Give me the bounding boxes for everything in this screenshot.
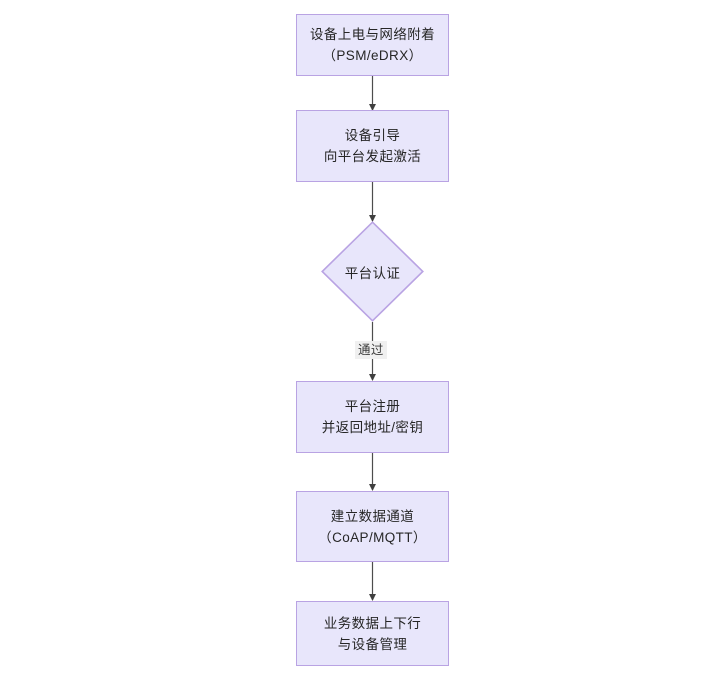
node-power-on[interactable]: 设备上电与网络附着 （PSM/eDRX） xyxy=(296,14,449,76)
node-channel[interactable]: 建立数据通道 （CoAP/MQTT） xyxy=(296,491,449,562)
node-channel-line1: 建立数据通道 xyxy=(330,508,415,524)
node-bootstrap-line2: 向平台发起激活 xyxy=(323,149,422,164)
node-register[interactable]: 平台注册 并返回地址/密钥 xyxy=(296,381,449,453)
node-auth-label: 平台认证 xyxy=(344,265,401,281)
node-bootstrap-line1: 设备引导 xyxy=(344,128,401,143)
node-channel-line2: （CoAP/MQTT） xyxy=(318,529,427,545)
node-service-line1: 业务数据上下行 xyxy=(323,615,422,631)
node-service[interactable]: 业务数据上下行 与设备管理 xyxy=(296,601,449,666)
node-register-line1: 平台注册 xyxy=(344,399,401,414)
node-power-on-line1: 设备上电与网络附着 xyxy=(309,27,436,42)
node-power-on-line2: （PSM/eDRX） xyxy=(322,48,423,63)
node-register-line2: 并返回地址/密钥 xyxy=(321,420,424,435)
edge-label-pass: 通过 xyxy=(355,341,387,359)
node-bootstrap[interactable]: 设备引导 向平台发起激活 xyxy=(296,110,449,182)
node-service-line2: 与设备管理 xyxy=(337,636,408,652)
diamond-shape xyxy=(321,221,424,322)
node-auth[interactable]: 平台认证 xyxy=(321,221,424,322)
